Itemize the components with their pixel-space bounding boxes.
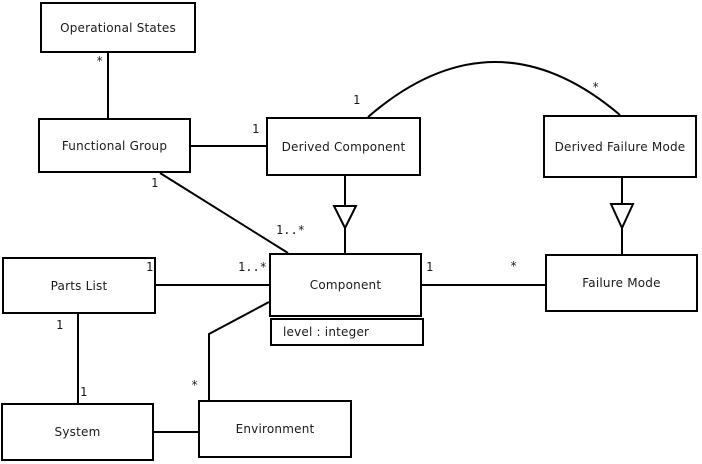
class-attributes-component: level : integer <box>270 318 424 346</box>
class-name-label: Parts List <box>50 278 108 293</box>
class-box-environment: Environment <box>198 400 352 458</box>
class-name-label: Functional Group <box>61 138 168 153</box>
class-box-functional-group: Functional Group <box>38 118 191 173</box>
class-box-component: Component <box>269 253 422 317</box>
class-name-label: Failure Mode <box>582 276 661 290</box>
multiplicity-label-parts-list-component: 1 <box>146 260 154 274</box>
class-name-label: Derived Failure Mode <box>554 139 686 154</box>
class-name-label: System <box>54 425 101 439</box>
class-box-system: System <box>1 403 154 461</box>
class-name-label: Component <box>309 278 382 292</box>
class-box-failure-mode: Failure Mode <box>545 254 698 312</box>
class-box-derived-failure-mode: Derived Failure Mode <box>543 115 697 178</box>
multiplicity-label-arc-derived-component: 1 <box>353 93 361 107</box>
multiplicity-label-failure-mode: * <box>510 259 518 273</box>
association-functional-group-component <box>159 172 289 254</box>
multiplicity-label-system-parts-list: 1 <box>80 385 88 399</box>
multiplicity-label-arc-derived-failure-mode: * <box>592 80 600 94</box>
association-environment-component <box>208 301 270 400</box>
multiplicity-label-derived-component-fg: 1 <box>252 122 260 136</box>
class-attribute-label: level : integer <box>283 325 370 339</box>
class-name-label: Derived Component <box>281 139 406 154</box>
multiplicity-label-functional-group-component: 1 <box>151 176 159 190</box>
multiplicity-label-operational-states: * <box>96 54 104 68</box>
generalization-triangle-icon <box>609 203 635 231</box>
multiplicity-label-parts-list-system: 1 <box>56 318 64 332</box>
association-derived-component-derived-failure-mode-arc <box>367 61 621 118</box>
class-box-operational-states: Operational States <box>40 2 196 53</box>
multiplicity-label-environment-component: * <box>191 378 199 392</box>
multiplicity-label-component-failure-mode: 1 <box>426 260 434 274</box>
class-box-parts-list: Parts List <box>2 257 156 314</box>
class-box-derived-component: Derived Component <box>266 117 421 176</box>
generalization-triangle-icon <box>332 205 358 231</box>
multiplicity-label-component-parts-list: 1..* <box>238 260 267 274</box>
class-name-label: Environment <box>235 422 315 436</box>
class-name-label: Operational States <box>60 20 176 35</box>
multiplicity-label-component-functional-group: 1..* <box>276 223 305 237</box>
